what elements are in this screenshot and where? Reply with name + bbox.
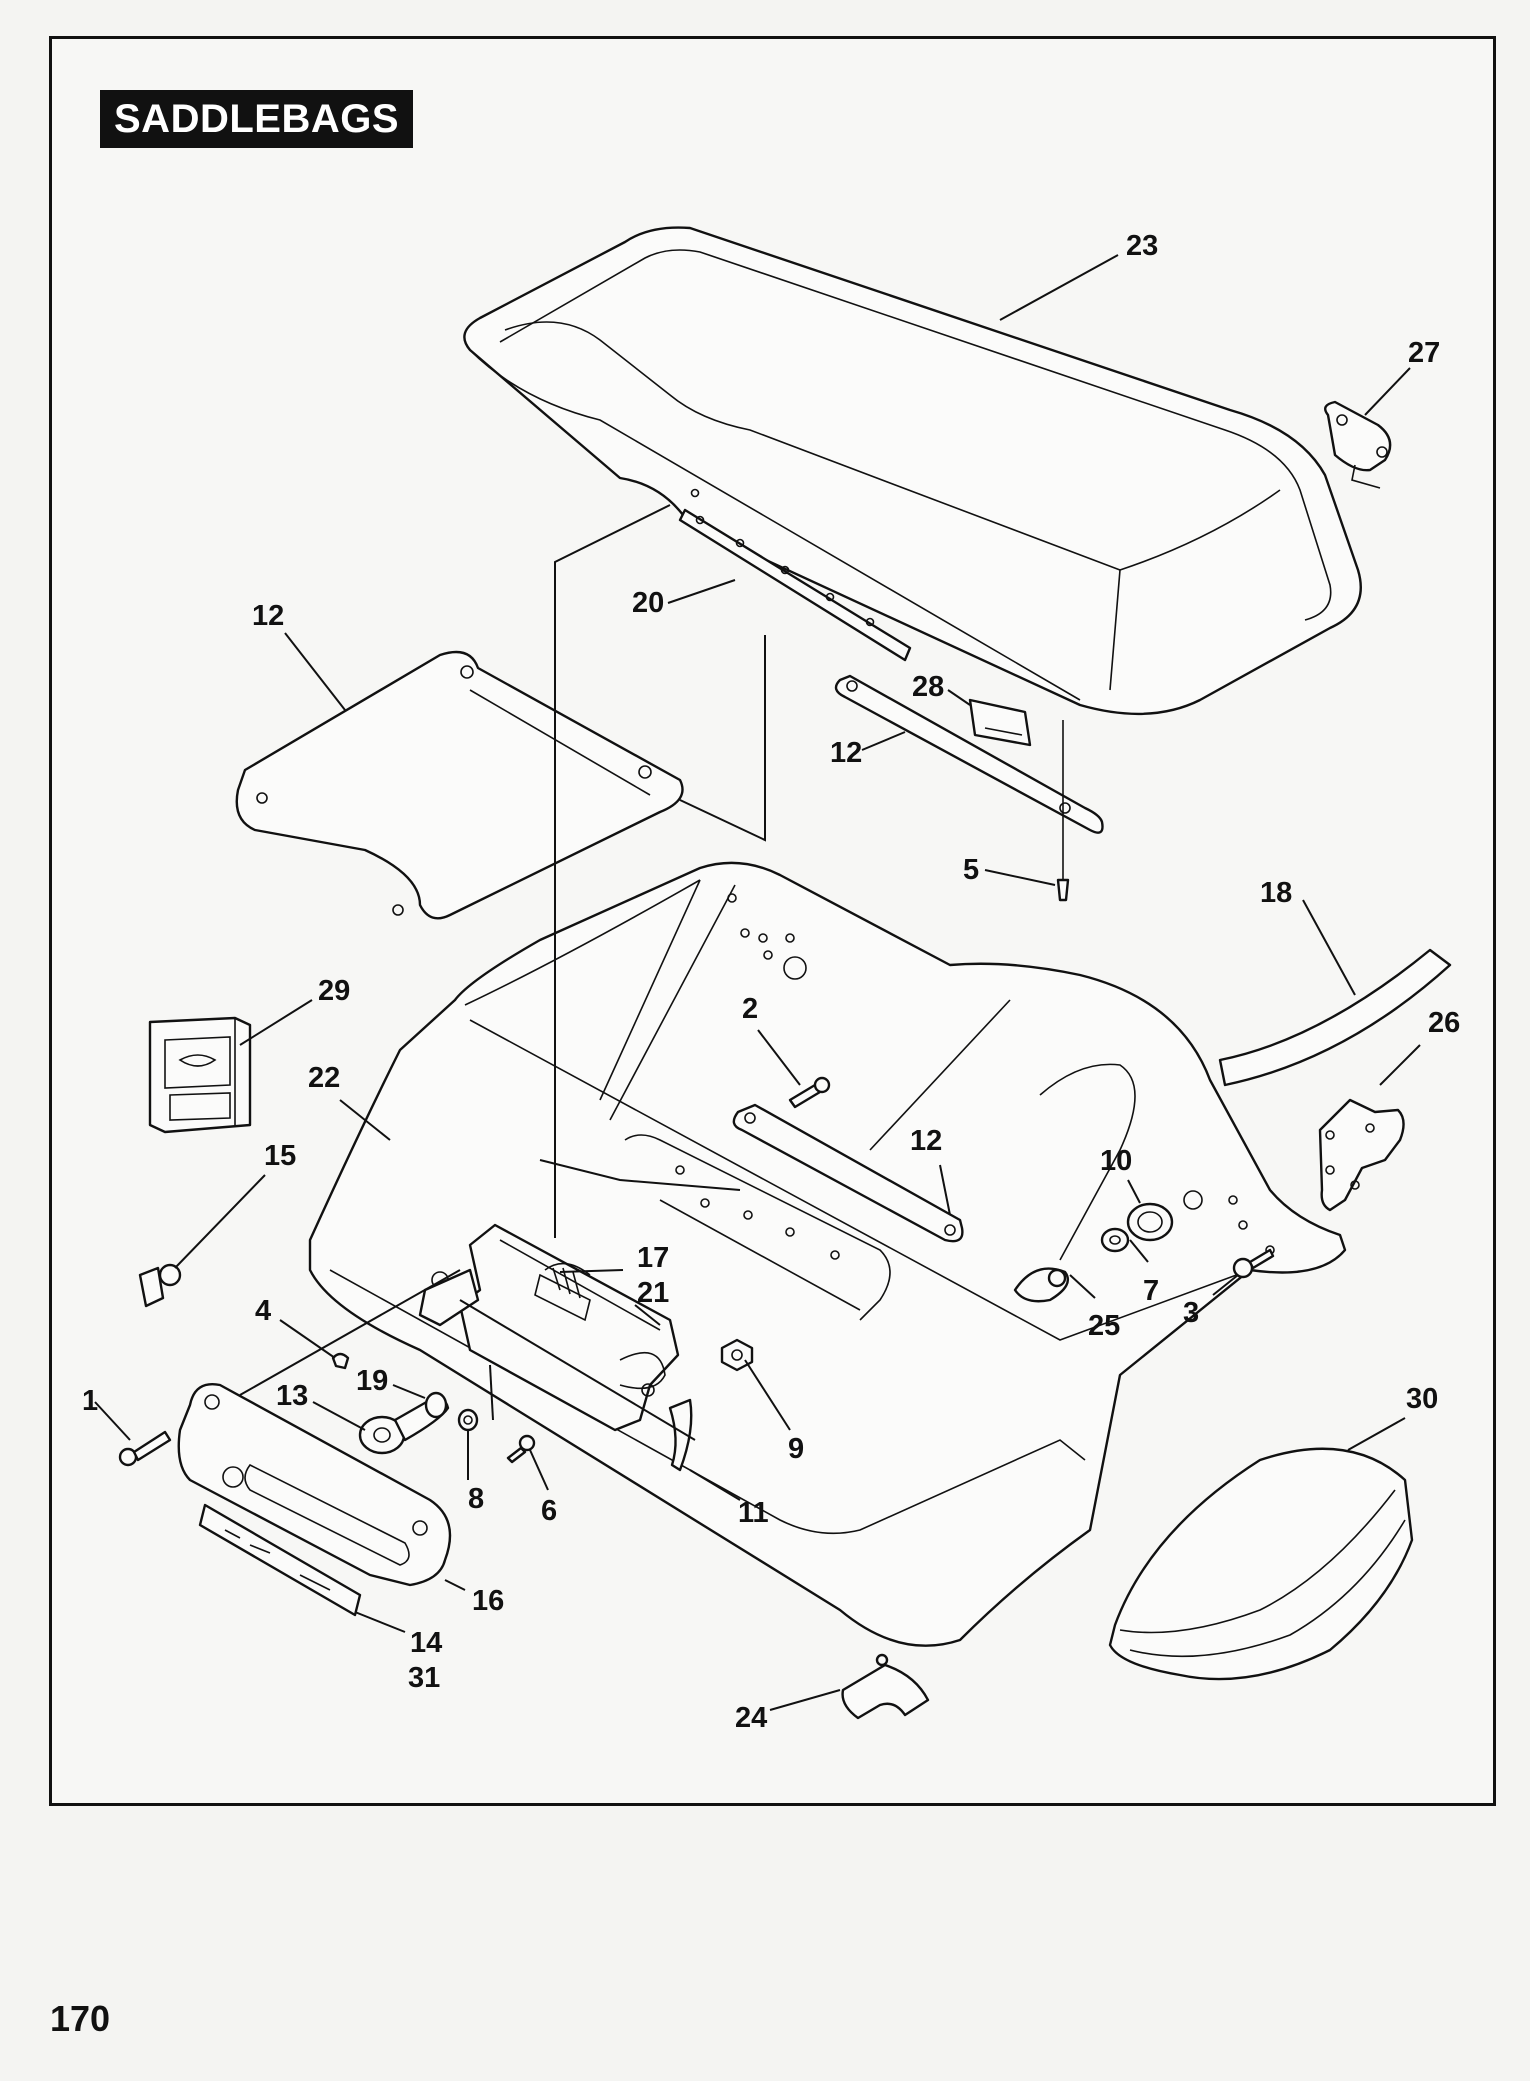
- callout-21: 21: [637, 1277, 669, 1309]
- alignment-line-cover: [239, 1269, 461, 1396]
- hinge-bracket-27: [1324, 400, 1392, 489]
- hinge-26: [1318, 1098, 1405, 1212]
- bag-body-22: [308, 861, 1347, 1647]
- callout-17: 17: [637, 1242, 669, 1274]
- callout-2: 2: [742, 993, 758, 1025]
- screw-5: [1056, 720, 1070, 902]
- screw-3: [1232, 1248, 1275, 1279]
- callout-22: 22: [308, 1062, 340, 1094]
- callout-9: 9: [788, 1433, 804, 1465]
- trim-strip-18: [1218, 948, 1452, 1087]
- alignment-line-lower: [539, 1159, 741, 1191]
- callout-19: 19: [356, 1365, 388, 1397]
- callout-28: 28: [912, 671, 944, 703]
- callout-7: 7: [1143, 1275, 1159, 1307]
- emblem-29: [148, 1016, 252, 1134]
- lever-19: [393, 1391, 450, 1442]
- callout-11: 11: [738, 1497, 769, 1529]
- callout-1: 1: [82, 1385, 98, 1417]
- key-lock-15: [138, 1263, 182, 1308]
- callout-30: 30: [1406, 1383, 1438, 1415]
- clip-24: [841, 1653, 930, 1720]
- washer-8: [457, 1408, 479, 1432]
- callout-15: 15: [264, 1140, 296, 1172]
- callout-13: 13: [276, 1380, 308, 1412]
- callout-8: 8: [468, 1483, 484, 1515]
- liner-30: [1108, 1447, 1414, 1681]
- alignment-line-mid: [679, 635, 766, 842]
- callout-27: 27: [1408, 337, 1440, 369]
- leader-lines: [94, 254, 1421, 1711]
- warning-label-14-31: [198, 1503, 362, 1617]
- catch-11: [668, 1398, 693, 1472]
- callout-12-gasket: 12: [252, 600, 284, 632]
- strip-12-lower: [732, 1103, 964, 1243]
- callout-10: 10: [1100, 1145, 1132, 1177]
- callout-16: 16: [472, 1585, 504, 1617]
- callout-29: 29: [318, 975, 350, 1007]
- nut-9: [720, 1338, 754, 1372]
- callout-14: 14: [410, 1627, 442, 1659]
- bolt-2: [788, 1076, 831, 1109]
- latch-assembly-17-21: [418, 1223, 680, 1432]
- knob-10: [1126, 1202, 1174, 1242]
- screw-6: [506, 1434, 536, 1464]
- page-title: SADDLEBAGS: [100, 90, 414, 148]
- alignment-line-latch: [459, 1299, 696, 1441]
- callout-labels: 23 27 20 12 28 12 5 18 29 26 22 2 12 15 …: [82, 230, 1460, 1734]
- callout-20: 20: [632, 587, 664, 619]
- washer-7: [1100, 1227, 1130, 1253]
- screw-4: [331, 1352, 350, 1370]
- callout-12-strip-mid: 12: [830, 737, 862, 769]
- callout-3: 3: [1183, 1297, 1199, 1329]
- strip-20: [678, 488, 912, 662]
- page-number: 170: [50, 1998, 111, 2039]
- callout-23: 23: [1126, 230, 1158, 262]
- callout-12-strip-lower: 12: [910, 1125, 942, 1157]
- alignment-line-left: [554, 504, 671, 1238]
- latch-cover-16: [177, 1383, 452, 1587]
- callout-4: 4: [255, 1295, 271, 1327]
- callout-5: 5: [963, 854, 979, 886]
- callout-25: 25: [1088, 1310, 1120, 1342]
- alignment-line-washer: [489, 1364, 494, 1421]
- callout-26: 26: [1428, 1007, 1460, 1039]
- callout-18: 18: [1260, 877, 1292, 909]
- bolt-1: [118, 1430, 172, 1467]
- gasket-12-left: [235, 650, 684, 920]
- lid: [463, 226, 1362, 716]
- plug-25: [1013, 1267, 1070, 1303]
- callout-24: 24: [735, 1702, 767, 1734]
- nameplate-28: [968, 698, 1032, 747]
- strip-12-mid: [834, 674, 1104, 834]
- callout-6: 6: [541, 1495, 557, 1527]
- callout-31: 31: [408, 1662, 440, 1694]
